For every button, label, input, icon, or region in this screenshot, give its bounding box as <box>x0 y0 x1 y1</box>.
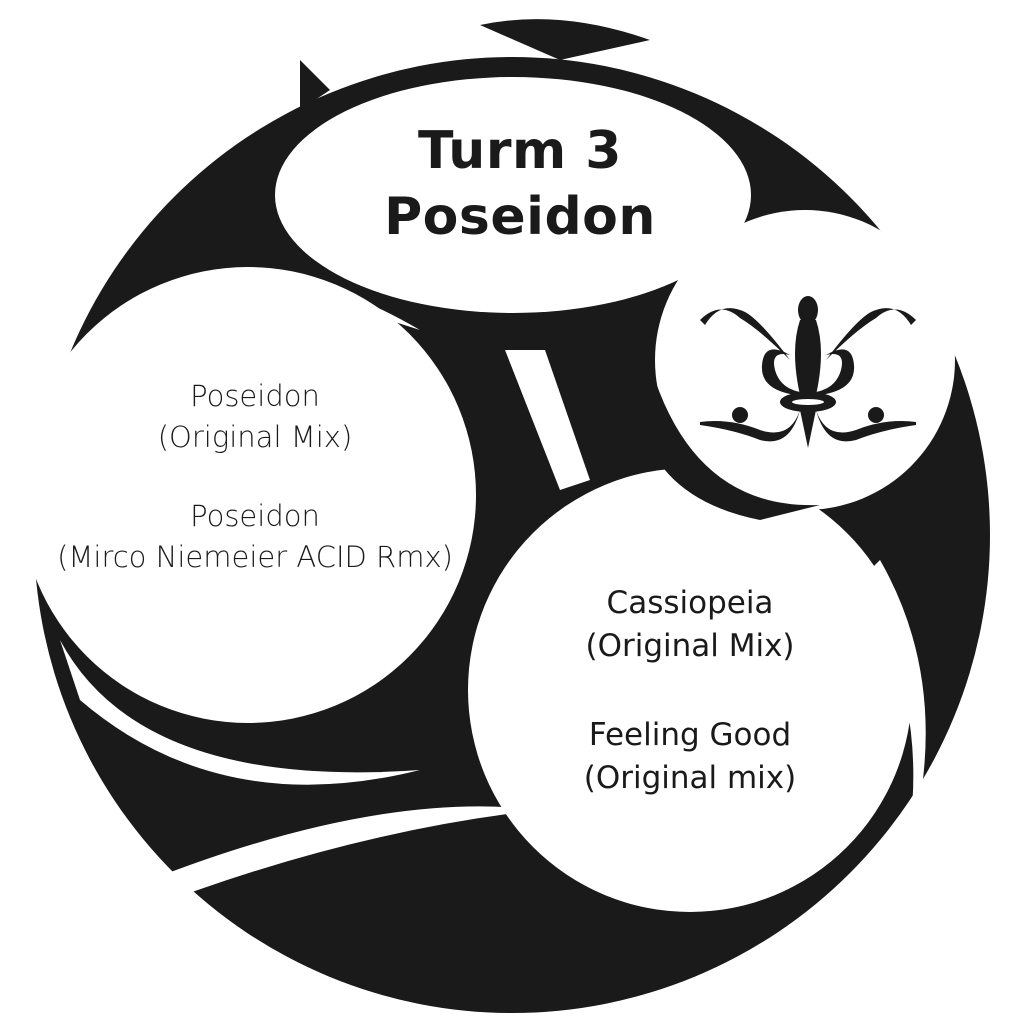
track-mix: (Original Mix) <box>585 628 795 664</box>
track-mix: (Mirco Niemeier ACID Rmx) <box>57 540 453 574</box>
track-mix: (Original Mix) <box>157 420 353 454</box>
track-name: Poseidon <box>190 379 320 413</box>
fleur-de-lis-icon <box>700 296 916 448</box>
left-track-list: Poseidon (Original Mix) Poseidon (Mirco … <box>20 376 490 578</box>
track-name: Feeling Good <box>588 717 792 753</box>
right-track-list: Cassiopeia (Original Mix) Feeling Good (… <box>545 582 835 800</box>
title-line-1: Turm 3 <box>418 121 622 181</box>
right-track-circle <box>468 468 912 912</box>
track-mix: (Original mix) <box>583 760 797 796</box>
track-name: Cassiopeia <box>606 585 774 621</box>
left-track-circle <box>20 267 476 723</box>
page-title: Turm 3 Poseidon <box>270 118 770 250</box>
track-name: Poseidon <box>190 499 320 533</box>
title-ellipse <box>275 77 751 313</box>
title-line-2: Poseidon <box>384 187 656 247</box>
